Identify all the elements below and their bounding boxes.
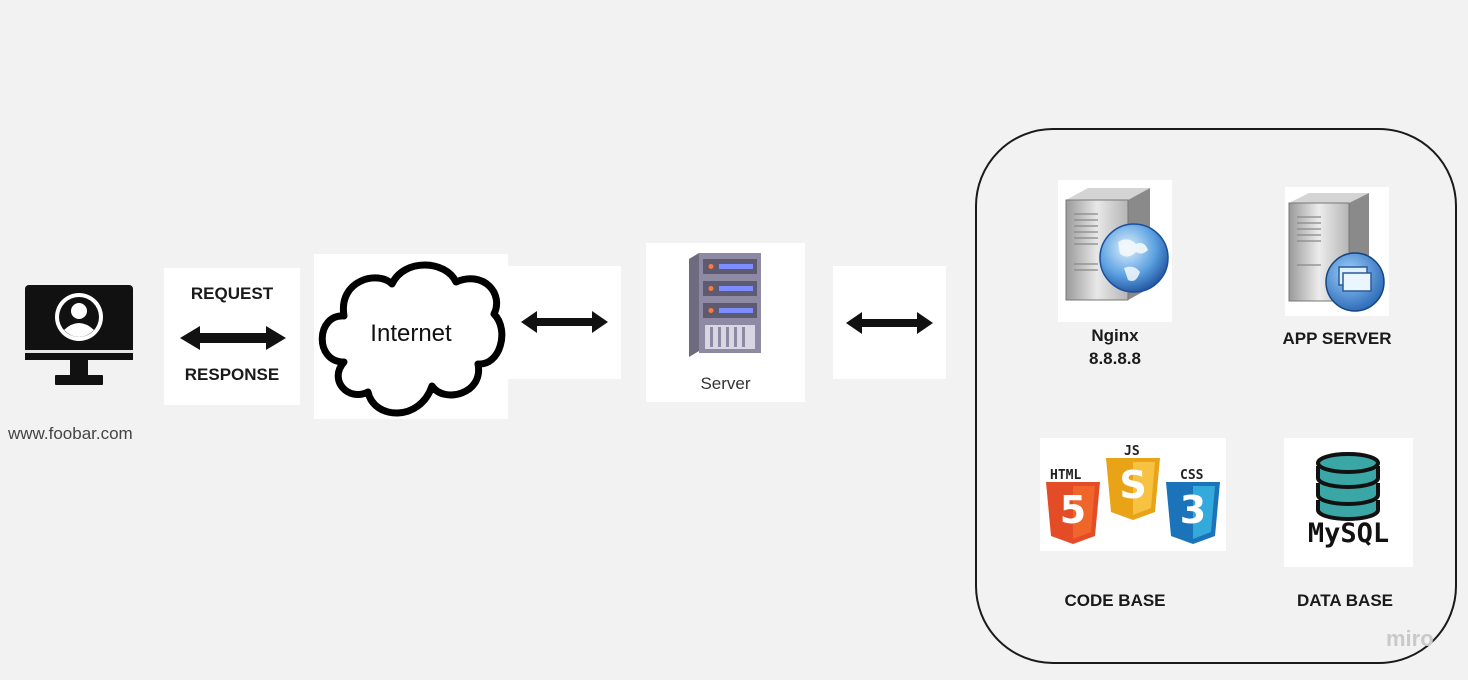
code-base-label: CODE BASE <box>1064 591 1166 610</box>
code-base-card: HTML 5 JS S CSS 3 <box>1040 438 1226 551</box>
server-label: Server <box>700 374 751 393</box>
client-domain-label: www.foobar.com <box>8 424 133 443</box>
arrow-card-internet-server <box>508 266 621 379</box>
data-base-label: DATA BASE <box>1296 591 1393 610</box>
html-logo-text: HTML <box>1050 468 1082 483</box>
database-card: MySQL <box>1284 438 1413 567</box>
js-logo-text: JS <box>1124 444 1140 459</box>
app-server-label: APP SERVER <box>1282 329 1392 348</box>
js-logo-icon <box>1106 458 1160 520</box>
database-icon <box>1316 452 1380 521</box>
server-rack-icon <box>689 253 763 362</box>
request-response-card: REQUEST RESPONSE <box>164 268 300 405</box>
response-label: RESPONSE <box>184 365 280 384</box>
css3-logo-icon <box>1166 482 1220 544</box>
server-stack-container <box>975 128 1457 664</box>
mysql-logo-text: MySQL <box>1307 518 1390 549</box>
miro-watermark: miro <box>1386 626 1434 651</box>
server-card: Server <box>646 243 805 402</box>
app-server-card <box>1285 187 1389 316</box>
bidirectional-arrow-icon <box>521 311 608 338</box>
nginx-card <box>1058 180 1172 322</box>
internet-label: Internet <box>370 320 452 347</box>
arrow-card-server-stack <box>833 266 946 379</box>
cloud-icon <box>318 261 506 417</box>
css3-digit: 3 <box>1179 488 1207 532</box>
client-monitor-icon <box>24 284 134 392</box>
bidirectional-arrow-icon <box>180 326 286 355</box>
nginx-ip-label: 8.8.8.8 <box>1089 349 1141 368</box>
request-label: REQUEST <box>190 284 274 303</box>
js-digit: S <box>1119 463 1147 507</box>
nginx-name-label: Nginx <box>1091 326 1139 345</box>
bidirectional-arrow-icon <box>846 312 933 339</box>
internet-card: Internet <box>314 254 508 419</box>
web-server-icon <box>1065 188 1169 301</box>
app-server-icon <box>1288 193 1385 312</box>
html5-logo-icon <box>1046 482 1100 544</box>
css-logo-text: CSS <box>1180 468 1204 483</box>
html5-digit: 5 <box>1059 488 1087 532</box>
